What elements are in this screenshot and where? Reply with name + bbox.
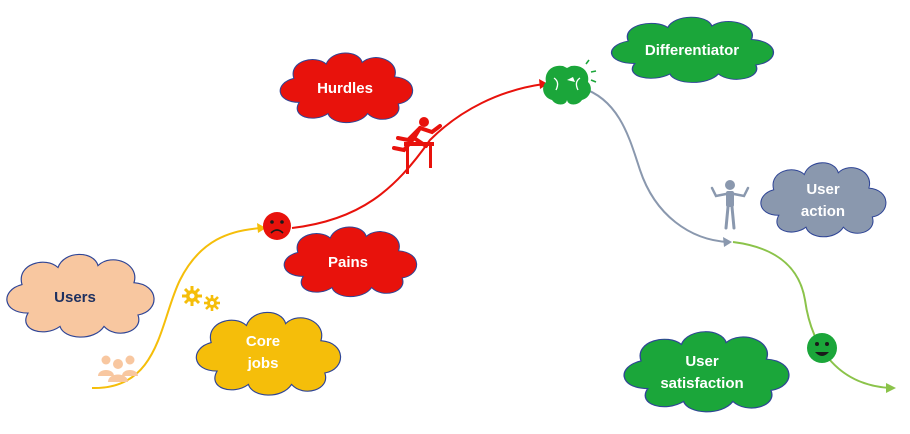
user-satisfaction-cloud-label-line2: satisfaction xyxy=(660,375,743,392)
happy-face-icon xyxy=(807,333,837,363)
red-arrowhead xyxy=(539,79,548,89)
user-satisfaction-cloud-label-line1: User xyxy=(685,353,719,370)
gray-arrowhead xyxy=(723,237,732,247)
user-action-cloud-label-line2: action xyxy=(801,203,845,220)
sad-face-icon xyxy=(263,212,291,240)
core-jobs-cloud xyxy=(195,311,342,396)
users-group-icon xyxy=(98,355,138,382)
green-path-segment xyxy=(732,241,891,389)
user-action-cloud xyxy=(760,162,887,238)
gears-icon xyxy=(182,286,220,311)
differentiator-cloud-label: Differentiator xyxy=(645,42,739,59)
users-cloud-label: Users xyxy=(54,289,96,306)
pains-cloud-label: Pains xyxy=(328,254,368,271)
green-arrowhead xyxy=(886,383,896,393)
red-path-segment xyxy=(291,83,545,229)
user-action-cloud-label-line1: User xyxy=(806,181,840,198)
user-satisfaction-cloud xyxy=(623,331,790,413)
yellow-arrowhead xyxy=(257,223,266,233)
core-jobs-cloud-label-line2: jobs xyxy=(247,355,279,372)
gray-path-segment xyxy=(581,87,729,243)
hurdles-cloud-label: Hurdles xyxy=(317,80,373,97)
hurdler-icon xyxy=(392,117,442,174)
person-shrug-icon xyxy=(710,180,750,230)
brain-icon xyxy=(543,59,597,105)
core-jobs-cloud-label-line1: Core xyxy=(246,333,280,350)
